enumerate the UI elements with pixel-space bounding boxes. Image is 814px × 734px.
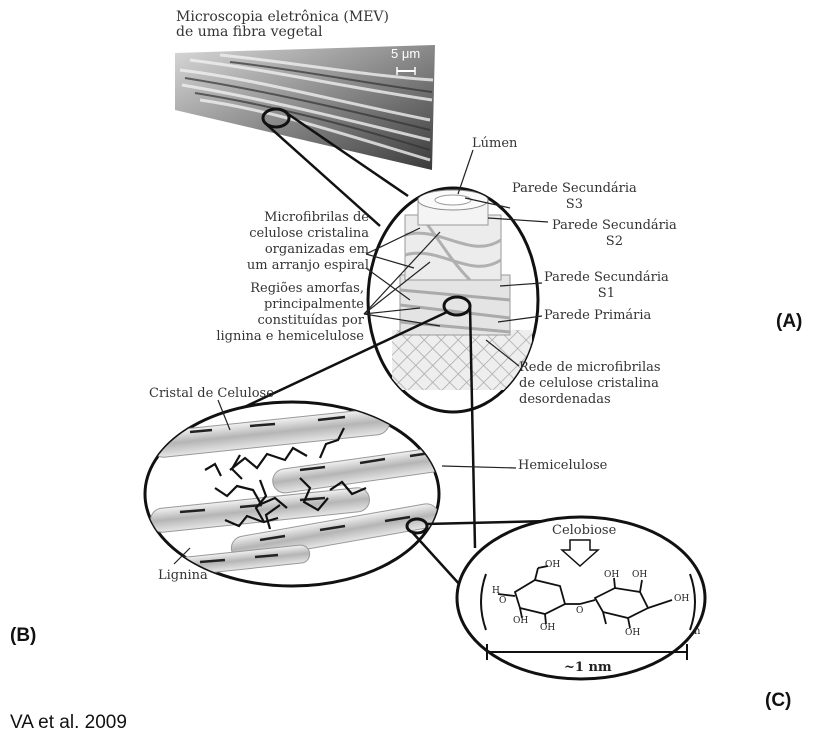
atom-oh-6: OH <box>674 594 689 604</box>
lignocellulose-composite <box>145 402 453 586</box>
label-lumen: Lúmen <box>472 136 517 151</box>
sem-micrograph <box>175 45 435 170</box>
atom-oh-3: OH <box>540 623 555 633</box>
atom-oh-7: OH <box>625 628 640 638</box>
label-disordered-microfibril-network: Rede de microfibrilas de celulose crista… <box>519 360 661 408</box>
label-amorphous-regions: Regiões amorfas, principalmente constitu… <box>204 281 364 345</box>
source-credit: VA et al. 2009 <box>10 712 127 734</box>
panel-label-a: (A) <box>776 311 802 333</box>
scale-bar-label: 5 μm <box>391 46 420 61</box>
panel-label-c: (C) <box>765 690 791 712</box>
atom-h: H <box>492 586 500 596</box>
sem-title: Microscopia eletrônica (MEV) de uma fibr… <box>176 10 389 40</box>
molecule-scale-label: ~1 nm <box>564 660 612 675</box>
label-secondary-wall-s1: Parede Secundária S1 <box>544 270 669 302</box>
label-lignin: Lignina <box>158 568 208 583</box>
atom-o-bridge: O <box>576 606 583 616</box>
label-secondary-wall-s2: Parede Secundária S2 <box>552 218 677 250</box>
atom-oh-5: OH <box>632 570 647 580</box>
atom-oh-4: OH <box>604 570 619 580</box>
atom-oh-2: OH <box>513 616 528 626</box>
panel-label-b: (B) <box>10 625 36 647</box>
label-hemicellulose: Hemicelulose <box>518 458 607 473</box>
repeat-n: n <box>694 626 700 637</box>
cellobiose-molecule <box>457 517 705 679</box>
label-secondary-wall-s3: Parede Secundária S3 <box>512 181 637 213</box>
atom-o-left: O <box>499 596 506 606</box>
label-primary-wall: Parede Primária <box>544 308 651 323</box>
atom-oh-1: OH <box>545 560 560 570</box>
label-cellulose-crystal: Cristal de Celulose <box>149 386 274 401</box>
label-crystalline-microfibrils: Microfibrilas de celulose cristalina org… <box>214 210 369 274</box>
label-cellobiose: Celobiose <box>552 523 616 538</box>
